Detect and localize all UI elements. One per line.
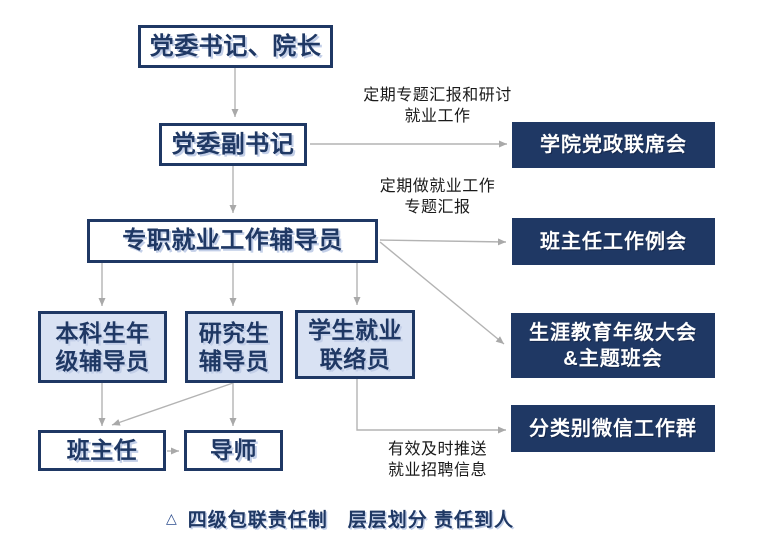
node-undergrad-grade-counselor: 本科生年 级辅导员 — [38, 311, 167, 383]
node-label: 党委副书记 — [171, 130, 295, 158]
node-label: 专职就业工作辅导员 — [122, 227, 343, 255]
annotation-regular-report: 定期做就业工作 专题汇报 — [350, 176, 525, 218]
node-graduate-counselor: 研究生 辅导员 — [185, 311, 283, 383]
panel-class-teacher-regular-meeting: 班主任工作例会 — [512, 218, 715, 265]
caption: △ 四级包联责任制 层层划分 责任到人 — [166, 505, 514, 532]
node-label: 联络员 — [319, 345, 391, 372]
panel-label: &主题班会 — [563, 347, 663, 370]
node-label: 级辅导员 — [55, 348, 150, 374]
annotation-line: 有效及时推送 — [387, 441, 487, 458]
connector-counselor-to-career-meeting — [379, 241, 505, 345]
annotation-line: 定期专题汇报和研讨 — [363, 87, 512, 104]
connector-grad-to-class-teacher — [111, 382, 234, 426]
node-label: 学生就业 — [308, 317, 402, 344]
panel-label: 生涯教育年级大会 — [529, 321, 697, 344]
caption-text: 四级包联责任制 层层划分 责任到人 — [187, 510, 515, 531]
panel-label: 学院党政联席会 — [540, 134, 687, 156]
node-label: 班主任 — [66, 437, 138, 464]
annotation-push-info: 有效及时推送 就业招聘信息 — [355, 439, 520, 481]
node-deputy-secretary: 党委副书记 — [159, 123, 307, 166]
node-secretary-dean: 党委书记、院长 — [138, 25, 333, 68]
annotation-report-discuss: 定期专题汇报和研讨 就业工作 — [340, 85, 535, 127]
node-label: 党委书记、院长 — [149, 32, 322, 60]
node-class-teacher: 班主任 — [38, 430, 166, 471]
annotation-line: 专题汇报 — [404, 199, 471, 216]
connector-liaison-to-wechat-groups — [356, 379, 506, 434]
annotation-line: 定期做就业工作 — [379, 178, 496, 195]
node-supervisor: 导师 — [184, 430, 283, 471]
panel-wechat-work-groups: 分类别微信工作群 — [511, 405, 715, 452]
node-label: 辅导员 — [198, 348, 270, 374]
panel-joint-party-admin-meeting: 学院党政联席会 — [512, 122, 715, 168]
node-fulltime-employment-counselor: 专职就业工作辅导员 — [87, 219, 378, 263]
node-label: 本科生年 — [55, 319, 150, 346]
annotation-line: 就业工作 — [404, 108, 471, 125]
node-student-employment-liaison: 学生就业 联络员 — [295, 310, 415, 379]
panel-career-education-meeting: 生涯教育年级大会 &主题班会 — [511, 313, 715, 378]
node-label: 导师 — [210, 437, 257, 464]
triangle-bullet-icon: △ — [166, 510, 177, 526]
connector-counselor-to-teacher-meeting — [379, 238, 507, 246]
annotation-line: 就业招聘信息 — [387, 462, 487, 479]
panel-label: 班主任工作例会 — [540, 230, 687, 253]
node-label: 研究生 — [198, 319, 270, 346]
panel-label: 分类别微信工作群 — [529, 417, 697, 440]
